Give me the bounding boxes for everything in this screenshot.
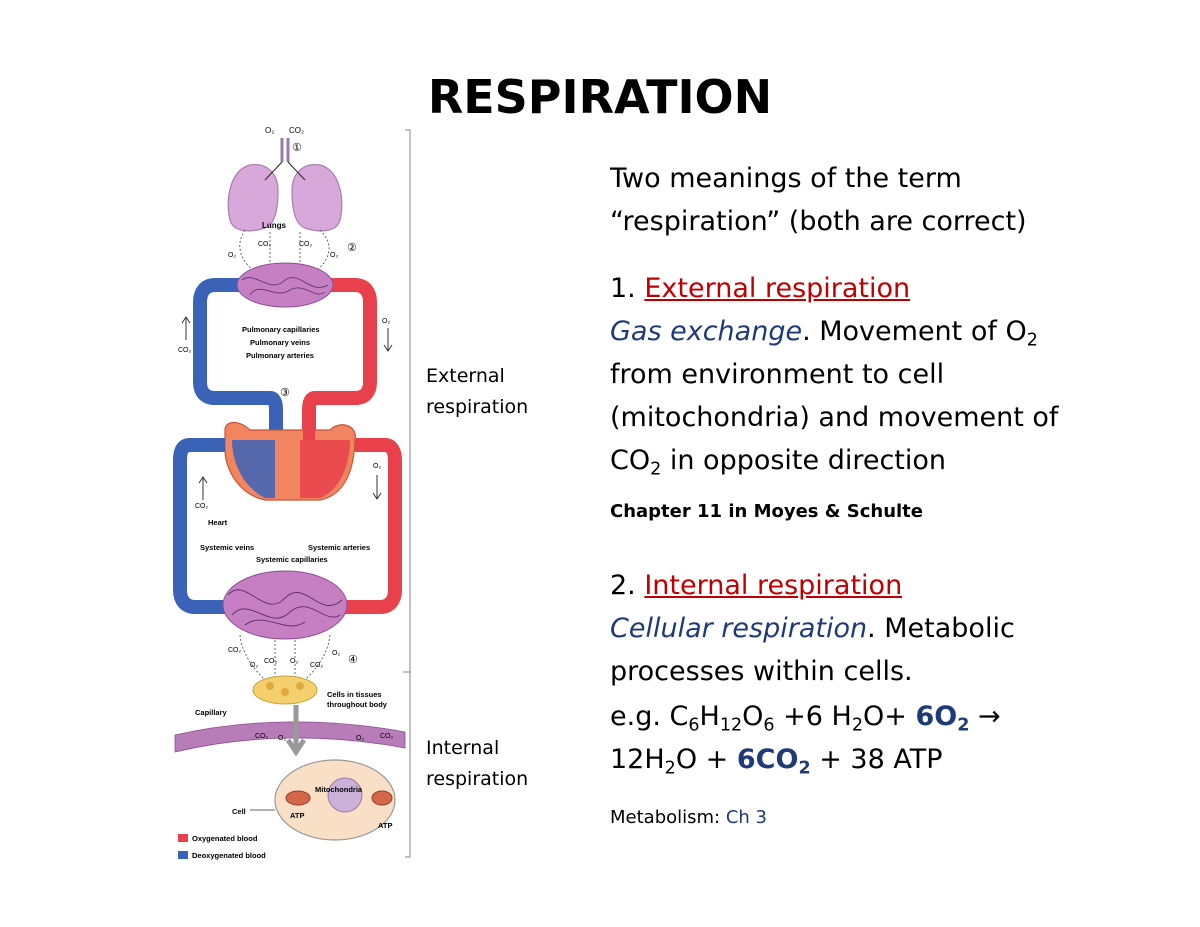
systemic-capillary-bed xyxy=(222,570,348,640)
co2-label-cap1: CO₂ xyxy=(255,733,269,740)
heart-left-side xyxy=(300,440,350,498)
sys-cap-label: Systemic capillaries xyxy=(256,555,328,564)
sys-arteries-label: Systemic arteries xyxy=(308,543,370,552)
co2-label-mid1: CO₂ xyxy=(258,241,272,248)
metabolism-reference: Metabolism: Ch 3 xyxy=(610,807,767,828)
section1-line3: (mitochondria) and movement of xyxy=(610,402,1059,433)
arrow-up-left-mid xyxy=(198,476,208,500)
co2-label-low2: CO₂ xyxy=(264,658,278,665)
circulatory-diagram: O₂ CO₂ ① Lungs O₂ CO₂ CO₂ O₂ ② Pulmonary… xyxy=(173,126,411,860)
arrow-down-right xyxy=(383,328,393,352)
section1-line1: Gas exchange. Movement of O2 xyxy=(610,316,1038,351)
pulmonary-vein-blue xyxy=(193,278,283,440)
external-respiration-side-label: External respiration xyxy=(426,365,529,418)
o2-label-side-top: O₂ xyxy=(382,318,390,325)
legend-deoxygenated-label: Deoxygenated blood xyxy=(192,851,266,860)
arrow-up-left xyxy=(181,316,191,340)
lungs-label: Lungs xyxy=(262,221,287,230)
section1-heading: 1. External respiration xyxy=(610,273,911,304)
equation-line1: e.g. C6H12O6 +6 H2O+ 6O2 → xyxy=(610,701,1001,736)
arrow-down-right-mid xyxy=(372,475,382,500)
co2-label-low3: CO₂ xyxy=(310,662,324,669)
legend-deoxygenated-swatch xyxy=(178,851,188,859)
exchange-arrows-top xyxy=(239,229,330,273)
systemic-capillary-mesh xyxy=(227,589,343,627)
bronchi xyxy=(264,161,306,181)
cells-tissues-label: Cells in tissues xyxy=(327,690,382,699)
step-2-marker: ② xyxy=(347,242,357,254)
right-lung xyxy=(291,163,343,232)
mitochondrion-left xyxy=(285,790,311,806)
left-lung xyxy=(227,163,279,232)
section2-line1: Cellular respiration. Metabolic xyxy=(610,613,1015,644)
o2-label-cap1: O₂ xyxy=(278,735,286,742)
step-1-marker: ① xyxy=(292,142,302,154)
co2-label-side-top: CO₂ xyxy=(178,347,192,354)
mitochondria-label: Mitochondria xyxy=(315,785,363,794)
intro-line-1: Two meanings of the term xyxy=(610,163,962,194)
atp-label-right: ATP xyxy=(378,821,392,830)
o2-label-left: O₂ xyxy=(228,252,236,259)
pulm-arteries-label: Pulmonary arteries xyxy=(246,351,314,360)
co2-label-cap2: CO₂ xyxy=(380,733,394,740)
chapter-reference: Chapter 11 in Moyes & Schulte xyxy=(610,501,923,522)
cell-nucleus xyxy=(327,777,363,813)
section1-line4: CO2 in opposite direction xyxy=(610,445,947,480)
o2-label-low1: O₂ xyxy=(250,662,258,669)
section1-line2: from environment to cell xyxy=(610,359,945,390)
pulmonary-capillary-mesh xyxy=(241,277,329,296)
pulm-veins-label: Pulmonary veins xyxy=(250,338,310,347)
co2-label-low1: CO₂ xyxy=(228,647,242,654)
co2-label-mid2: CO₂ xyxy=(299,241,313,248)
pulm-cap-label: Pulmonary capillaries xyxy=(242,325,320,334)
section2-line2: processes within cells. xyxy=(610,656,913,687)
co2-label-side-mid: CO₂ xyxy=(195,503,209,510)
pulmonary-capillary-bed xyxy=(236,262,334,308)
o2-label-side-mid: O₂ xyxy=(373,463,381,470)
legend-oxygenated-swatch xyxy=(178,834,188,842)
exchange-arrows-bottom xyxy=(239,634,331,681)
equation-line2: 12H2O + 6CO2 + 38 ATP xyxy=(610,744,943,779)
systemic-vein-blue xyxy=(173,438,230,614)
internal-respiration-side-label: Internal respiration xyxy=(426,737,529,790)
o2-label-low3: O₂ xyxy=(332,650,340,657)
o2-label-top: O₂ xyxy=(265,126,274,135)
step-3-marker: ③ xyxy=(280,387,290,399)
cell-label: Cell xyxy=(232,807,246,816)
trachea xyxy=(280,138,290,162)
down-arrow-gray xyxy=(285,705,307,757)
o2-label-low2: O₂ xyxy=(290,658,298,665)
o2-label-cap2: O₂ xyxy=(356,735,364,742)
o2-label-right: O₂ xyxy=(330,252,338,259)
capillary-label: Capillary xyxy=(195,708,228,717)
step-4-marker: ④ xyxy=(348,654,358,666)
co2-label-top: CO₂ xyxy=(289,126,304,135)
intro-line-2: “respiration” (both are correct) xyxy=(610,206,1027,237)
section2-heading: 2. Internal respiration xyxy=(610,570,903,601)
mitochondrion-right xyxy=(371,790,393,806)
legend-oxygenated-label: Oxygenated blood xyxy=(192,834,258,843)
atp-label-left: ATP xyxy=(290,811,304,820)
throughout-body-label: throughout body xyxy=(327,700,388,709)
sys-veins-label: Systemic veins xyxy=(200,543,254,552)
page-title: RESPIRATION xyxy=(427,70,773,124)
systemic-artery-red xyxy=(340,438,402,614)
heart-label: Heart xyxy=(208,518,228,527)
capillary-wall xyxy=(174,721,406,753)
heart-right-side xyxy=(232,440,275,498)
pulmonary-artery-red xyxy=(302,278,377,440)
bracket-line xyxy=(405,129,411,858)
